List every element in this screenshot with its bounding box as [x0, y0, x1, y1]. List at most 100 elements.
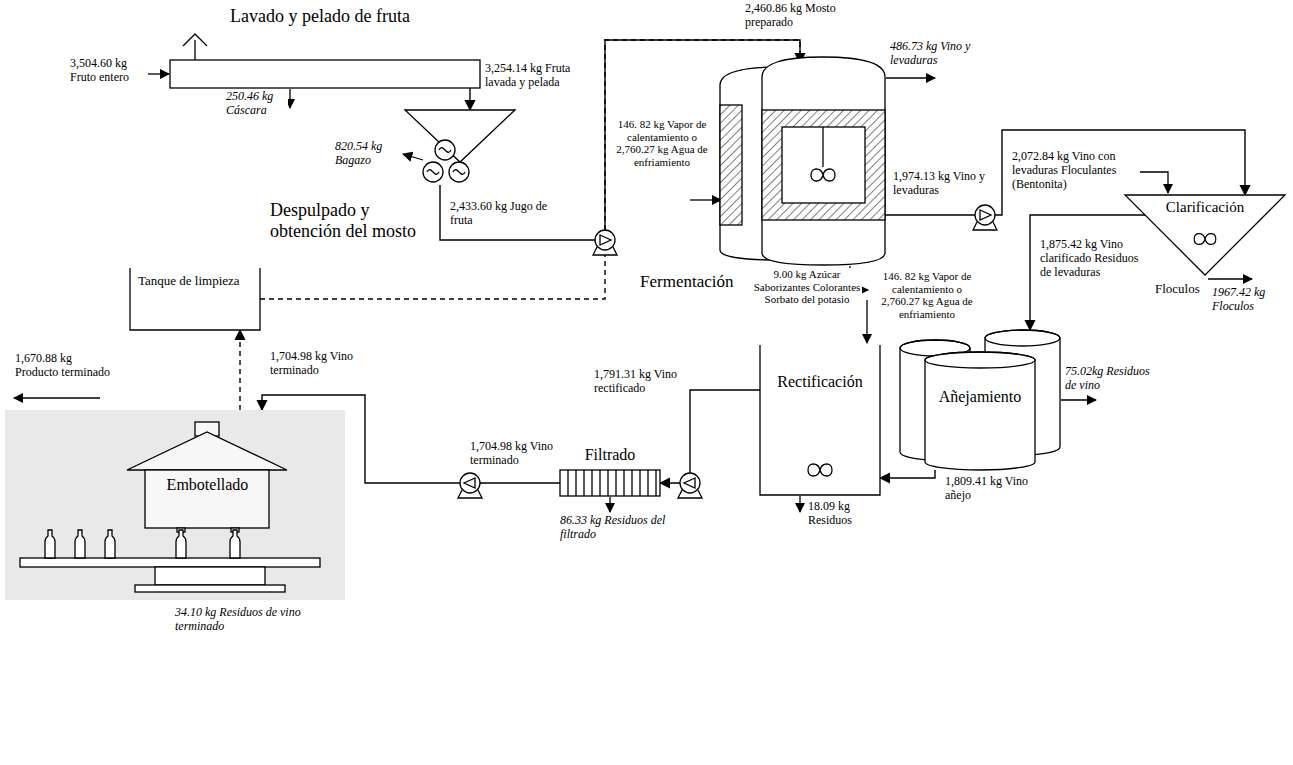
bottle-symbol [230, 530, 240, 558]
output-arrow [14, 397, 100, 398]
filter-plate [631, 470, 632, 496]
roller-symbol [449, 162, 469, 182]
stream-label: 3,504.60 kg Fruto entero [70, 57, 146, 85]
output-arrow [799, 496, 800, 512]
filter-plate [615, 470, 616, 496]
flow-connector [469, 88, 470, 110]
bottle-symbol [45, 530, 55, 558]
tank-body [762, 57, 885, 265]
filter-plate [575, 470, 576, 496]
agitator-shaft [822, 127, 823, 167]
process-box-outline [170, 60, 480, 88]
agitator-symbol [811, 169, 835, 181]
pump-symbol [593, 230, 617, 255]
pulper-hopper-outline [405, 110, 515, 185]
flow-connector [660, 390, 760, 483]
tank-outline [760, 345, 880, 495]
connector-label: 3,254.14 kg Fruta lavada y pelada [485, 62, 597, 90]
stream-label: 86.33 kg Residuos del filtrado [560, 514, 690, 542]
machine-foot [135, 585, 285, 592]
filter-unit: Filtrado [560, 470, 660, 496]
filter-plate [647, 470, 648, 496]
node-title: Tanque de limpieza [138, 274, 252, 289]
building-body [145, 470, 269, 528]
stream-label: 1967.42 kg Floculos [1212, 286, 1288, 314]
pump-symbol [458, 473, 482, 498]
connector-label: 1,974.13 kg Vino y levaduras [893, 170, 988, 198]
pulper-hopper: Despulpado y obtención del mosto [405, 110, 515, 185]
connector-label: 2,433.60 kg Jugo de fruta [450, 200, 550, 228]
stream-label: 1,670.88 kg Producto terminado [15, 352, 115, 380]
cleaning-tank: Tanque de limpieza [130, 268, 260, 330]
flow-connector [880, 470, 935, 478]
node-title: Embotellado [145, 476, 270, 494]
stream-label: Floculos [1155, 282, 1210, 297]
tank-top [925, 352, 1035, 368]
output-arrow [886, 77, 935, 78]
stream-label: 34.10 kg Residuos de vino terminado [175, 606, 340, 634]
filter-plate [623, 470, 624, 496]
tank-outline [130, 268, 260, 330]
stream-label: 250.46 kg Cáscara [226, 90, 288, 118]
tank-body [925, 352, 1035, 470]
connector-label: 1,704.98 kg Vino terminado [470, 440, 560, 468]
building-roof [127, 432, 287, 470]
node-title: Clarificación [1125, 199, 1285, 216]
bottling-station: Embotellado [5, 410, 345, 600]
process-box: Lavado y pelado de fruta [170, 60, 480, 88]
stream-label: 146. 82 kg Vapor de calentamiento o 2,76… [874, 270, 980, 321]
roller-symbol [435, 140, 455, 160]
node-title: Despulpado y obtención del mosto [270, 200, 425, 241]
filter-plate [599, 470, 600, 496]
rectifier-tank-outline [760, 345, 880, 495]
hopper-outline [405, 110, 515, 162]
pump-symbol [973, 205, 997, 230]
output-arrow [289, 89, 290, 108]
station-ground [5, 410, 345, 600]
filter-plate [639, 470, 640, 496]
flow-connector [239, 330, 240, 410]
output-arrow [609, 497, 610, 512]
filter-plate [591, 470, 592, 496]
bottle-symbol [176, 530, 186, 558]
vent-pipe [194, 40, 195, 60]
node-title: Rectificación [760, 373, 880, 391]
roller-symbol [423, 162, 443, 182]
node-title: Añejamiento [925, 388, 1035, 406]
machine-base [155, 567, 265, 585]
jacket-band [720, 105, 742, 225]
stream-label: 486.73 kg Vino y levaduras [890, 40, 1005, 68]
stream-label: 820.54 kg Bagazo [335, 140, 400, 168]
connector-label: 1,791.31 kg Vino rectificado [594, 368, 686, 396]
output-arrow [403, 154, 423, 160]
roller-mark [439, 148, 451, 153]
filter-unit-outline [560, 470, 660, 496]
bottle-symbol [75, 530, 85, 558]
roller-mark [453, 170, 465, 175]
filter-plate [583, 470, 584, 496]
stream-label: 1,704.98 kg Vino terminado [270, 350, 362, 378]
filter-plate [607, 470, 608, 496]
conveyor-belt [20, 558, 320, 567]
connector-label: 1,809.41 kg Vino añejo [945, 475, 1040, 503]
aging-tanks: Añejamiento [900, 330, 1060, 470]
stream-label: 2,460.86 kg Mosto preparado [745, 2, 855, 30]
stream-label: 2,072.84 kg Vino con levaduras Floculant… [1012, 150, 1137, 191]
fermenter-tank-outline [720, 55, 885, 265]
washer-outline [170, 60, 480, 88]
bottling-station-outline [5, 410, 345, 600]
rectifier-tank: Rectificación [760, 345, 880, 495]
roller-mark [427, 170, 439, 175]
stream-label: 9.00 kg Azúcar Saborizantes Colorantes S… [752, 268, 862, 306]
stream-label: 18.09 kg Residuos [808, 500, 878, 528]
agitator-symbol [1194, 234, 1216, 245]
stream-label: 146. 82 kg Vapor de calentamiento o 2,76… [612, 118, 712, 169]
input-arrow [1140, 172, 1168, 193]
node-title: Filtrado [560, 446, 660, 464]
fermenter-tank: Fermentación [720, 55, 885, 265]
node-title: Lavado y pelado de fruta [230, 6, 480, 27]
agitator-symbol [808, 464, 832, 476]
filter-outline [560, 470, 660, 496]
output-arrow [1208, 278, 1252, 279]
